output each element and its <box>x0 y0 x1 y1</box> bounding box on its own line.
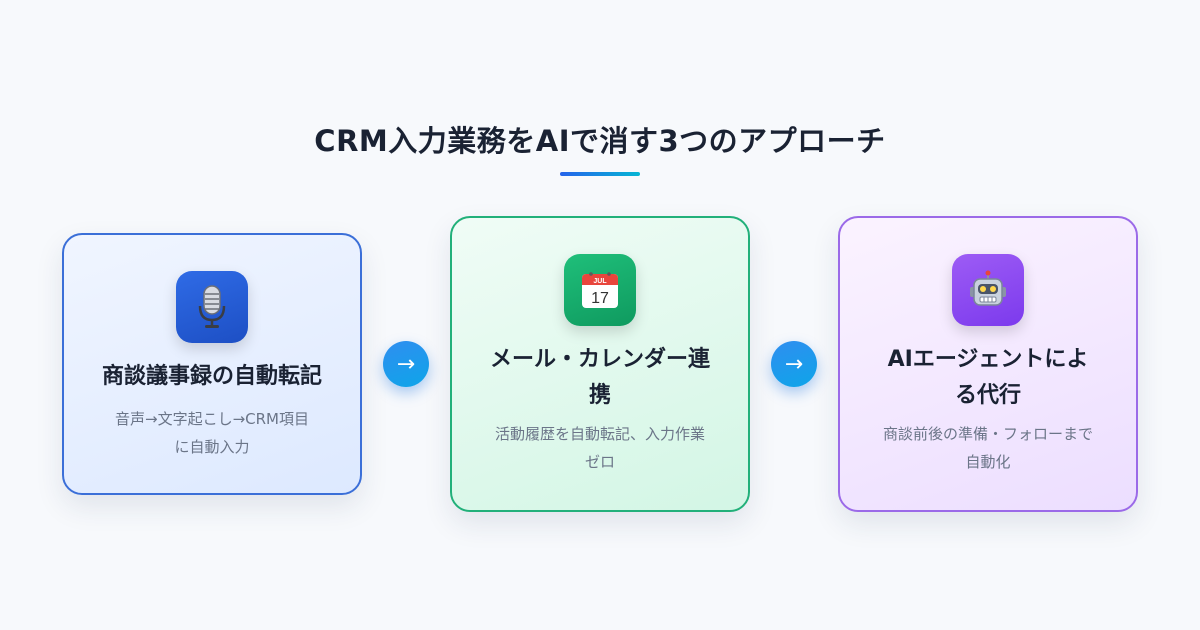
card-description: 商談前後の準備・フォローまで 自動化 <box>864 420 1112 476</box>
card-description-line: 自動化 <box>965 453 1011 471</box>
title-underline <box>560 172 640 176</box>
card-description: 音声→文字起こし→CRM項目 に自動入力 <box>88 405 336 461</box>
approach-card-ai-agent: AIエージェントによ る代行 商談前後の準備・フォローまで 自動化 <box>838 216 1138 512</box>
calendar-day: 17 <box>591 290 609 307</box>
approach-card-meeting-minutes: 商談議事録の自動転記 音声→文字起こし→CRM項目 に自動入力 <box>62 233 362 495</box>
card-title: AIエージェントによ る代行 <box>860 342 1116 414</box>
card-title-line: AIエージェントによ <box>887 347 1089 372</box>
card-description-line: 商談前後の準備・フォローまで <box>882 425 1093 443</box>
arrow-right-icon: → <box>383 341 429 387</box>
robot-icon-box <box>952 254 1024 326</box>
arrow-right-icon: → <box>771 341 817 387</box>
card-title-line: 携 <box>588 383 611 408</box>
approach-card-mail-calendar: JUL 17 メール・カレンダー連 携 活動履歴を自動転記、入力作業 ゼロ <box>450 216 750 512</box>
card-title: 商談議事録の自動転記 <box>101 364 322 389</box>
card-title: メール・カレンダー連 携 <box>472 342 728 414</box>
card-description-line: 活動履歴を自動転記、入力作業 <box>494 425 705 443</box>
robot-icon <box>970 270 1006 306</box>
calendar-icon-box: JUL 17 <box>564 254 636 326</box>
card-title-line: メール・カレンダー連 <box>489 347 710 372</box>
card-description-line: 音声→文字起こし→CRM項目 <box>115 410 309 428</box>
card-description-line: に自動入力 <box>174 438 250 456</box>
card-description: 活動履歴を自動転記、入力作業 ゼロ <box>476 420 724 476</box>
card-description-line: ゼロ <box>584 453 615 471</box>
microphone-icon <box>198 285 226 328</box>
microphone-icon-box <box>176 271 248 343</box>
calendar-month: JUL <box>593 278 607 285</box>
calendar-icon: JUL 17 <box>582 272 618 308</box>
page-title: CRM入力業務をAIで消す3つのアプローチ <box>314 124 886 158</box>
card-title-line: る代行 <box>954 383 1021 408</box>
